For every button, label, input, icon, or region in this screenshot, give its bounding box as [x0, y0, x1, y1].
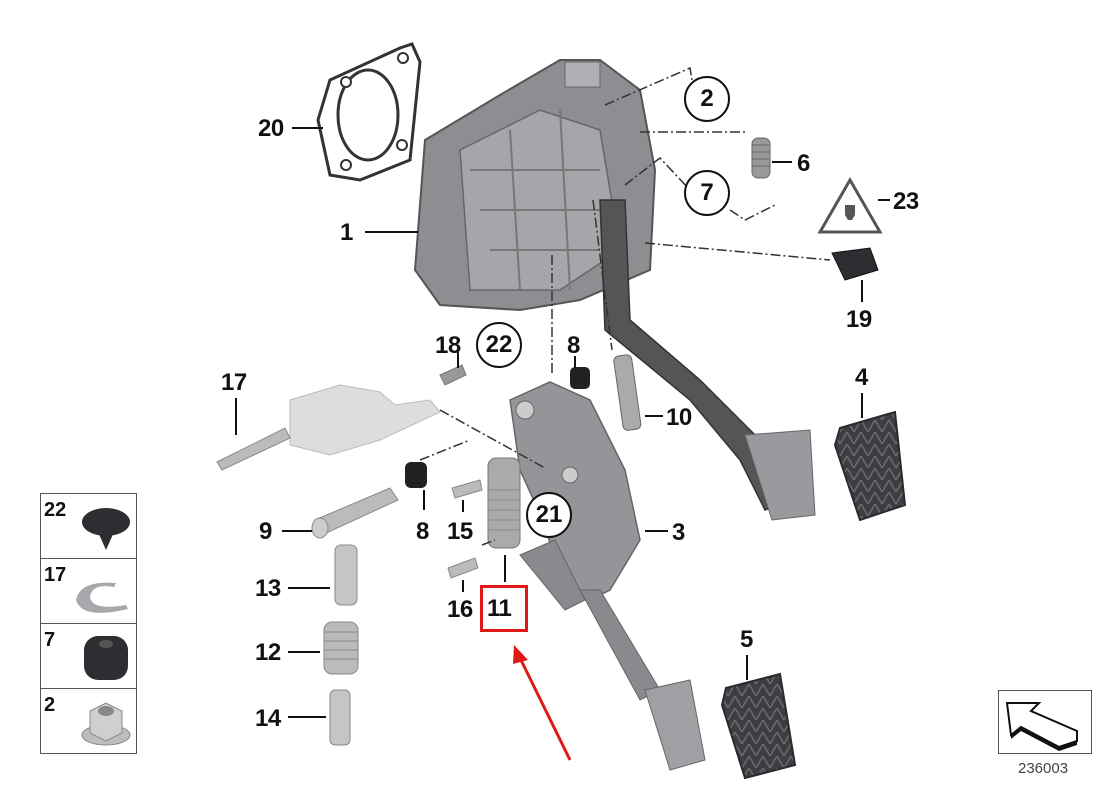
orientation-arrow-icon [1005, 702, 1078, 751]
callout-6: 6 [797, 150, 810, 177]
callout-13: 13 [255, 575, 281, 602]
clutch-pad-icon [720, 672, 797, 780]
legend-item-2: 2 [41, 689, 136, 753]
clip-icon [76, 582, 128, 613]
red-arrow-icon [518, 657, 572, 761]
legend-number: 2 [44, 694, 56, 716]
gasket-icon [316, 42, 422, 182]
callout-5: 5 [740, 626, 753, 653]
callout-9: 9 [259, 518, 272, 545]
diagram-reference-number: 236003 [1018, 760, 1069, 777]
clutch-pedal-icon [509, 381, 706, 771]
callout-19: 18 [435, 332, 461, 359]
legend-item-22: 22 [41, 494, 136, 559]
callout-20: 19 [846, 306, 872, 333]
brake-pad-icon [833, 410, 907, 522]
callout-10: 10 [666, 404, 692, 431]
legend-item-7: 7 [41, 624, 136, 689]
callout-23: 23 [893, 188, 919, 215]
callout-8-upper: 8 [567, 332, 580, 359]
callout-8-lower: 8 [416, 518, 429, 545]
callout-14: 14 [255, 705, 281, 732]
legend-item-17: 17 [41, 559, 136, 624]
orientation-reference-box [998, 690, 1092, 754]
callout-22-circled: 22 [476, 322, 522, 368]
highlight-box-part-11 [480, 585, 528, 632]
legend-number: 22 [44, 499, 67, 521]
switch-icon [831, 247, 879, 281]
nut-icon [81, 702, 131, 746]
legend-number: 7 [44, 629, 56, 651]
rubber-buffer-icon [84, 636, 128, 680]
callout-17-circled: 21 [526, 492, 572, 538]
callout-11: 11 [487, 595, 512, 622]
callout-2-circled: 2 [684, 76, 730, 122]
rivet-icon [82, 508, 130, 550]
legend-number: 17 [44, 564, 67, 586]
callout-1: 1 [340, 219, 353, 246]
callout-3: 3 [672, 519, 685, 546]
callout-21: 20 [258, 115, 284, 142]
callout-15: 15 [447, 518, 473, 545]
parts-legend: 22 17 7 2 [40, 493, 137, 754]
spring-cylinder-icon [487, 457, 521, 549]
callout-7-circled: 7 [684, 170, 730, 216]
callout-12: 12 [255, 639, 281, 666]
callout-16: 16 [447, 596, 473, 623]
callout-4: 4 [855, 364, 868, 391]
callout-18: 17 [221, 369, 247, 396]
pedal-box-icon [413, 59, 657, 312]
